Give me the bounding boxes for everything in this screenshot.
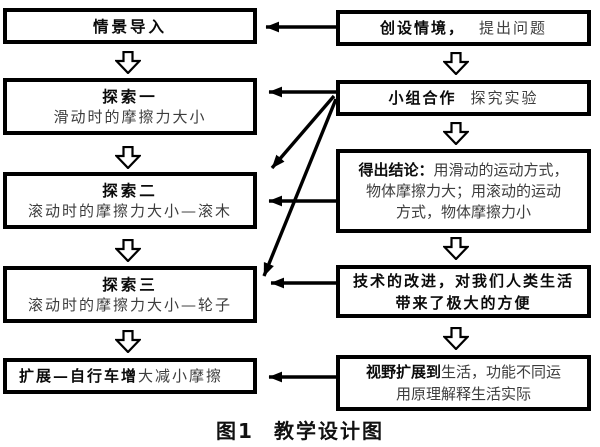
box-text: 用滑动的运动方式， xyxy=(433,160,569,179)
box-explore-2: 探索二 滚动时的摩擦力大小—滚木 xyxy=(3,172,257,229)
box-line-2: 带来了极大的方便 xyxy=(395,293,532,312)
box-create-situation: 创设情境， 提出问题 xyxy=(336,10,591,46)
box-line-1: 技术的改进，对我们人类生活 xyxy=(352,271,574,290)
box-subtitle: 滑动时的摩擦力大小 xyxy=(53,107,207,126)
box-text-bold: 扩展—自行车增 xyxy=(19,366,139,385)
box-line-2: 用原理解释生活实际 xyxy=(395,385,531,403)
box-text-bold: 小组合作 xyxy=(388,88,457,107)
box-extension: 扩展—自行车增大减小摩擦 xyxy=(3,358,257,394)
box-explore-3: 探索三 滚动时的摩擦力大小—轮子 xyxy=(3,266,257,323)
box-text: 提出问题 xyxy=(479,18,548,37)
box-text-bold: 创设情境， xyxy=(379,18,465,37)
box-text-bold: 得出结论： xyxy=(358,160,434,179)
box-vision-extension: 视野扩展到生活，功能不同运 用原理解释生活实际 xyxy=(336,355,591,411)
down-arrow-icon xyxy=(115,51,141,74)
box-text: 探究实验 xyxy=(470,88,539,107)
box-title: 情景导入 xyxy=(92,16,167,36)
box-group-cooperation: 小组合作探究实验 xyxy=(336,80,591,116)
figure-caption: 图1 教学设计图 xyxy=(0,415,600,444)
box-line-1: 得出结论：用滑动的运动方式， xyxy=(358,160,568,181)
box-line-2: 物体摩擦力大；用滚动的运动 xyxy=(365,181,561,200)
box-explore-1: 探索一 滑动时的摩擦力大小 xyxy=(3,78,257,135)
down-arrow-icon xyxy=(443,237,469,260)
down-arrow-icon xyxy=(443,122,469,145)
box-scenario-intro: 情景导入 xyxy=(3,8,257,44)
box-text: 大减小摩擦 xyxy=(138,366,224,385)
box-conclusion: 得出结论：用滑动的运动方式， 物体摩擦力大；用滚动的运动 方式，物体摩擦力小 xyxy=(336,149,591,233)
box-title: 探索一 xyxy=(102,86,158,106)
box-title: 探索二 xyxy=(102,180,158,200)
box-text-bold: 视野扩展到 xyxy=(365,363,441,381)
figure-caption-title: 教学设计图 xyxy=(273,419,384,443)
down-arrow-icon xyxy=(115,146,141,169)
arrow-group-to-explore2 xyxy=(270,94,336,170)
arrow-group-to-explore3 xyxy=(262,98,338,277)
box-tech-improvement: 技术的改进，对我们人类生活 带来了极大的方便 xyxy=(336,265,591,318)
box-line-3: 方式，物体摩擦力小 xyxy=(395,202,531,221)
box-title: 探索三 xyxy=(102,274,158,294)
box-subtitle: 滚动时的摩擦力大小—轮子 xyxy=(27,295,232,314)
box-subtitle: 滚动时的摩擦力大小—滚木 xyxy=(27,201,232,220)
box-text: 生活，功能不同运 xyxy=(441,363,562,381)
down-arrow-icon xyxy=(115,239,141,262)
box-line-1: 视野扩展到生活，功能不同运 xyxy=(366,361,561,383)
down-arrow-icon xyxy=(443,327,469,350)
down-arrow-icon xyxy=(443,52,469,75)
down-arrow-icon xyxy=(115,330,141,353)
figure-caption-label: 图1 xyxy=(216,419,254,443)
